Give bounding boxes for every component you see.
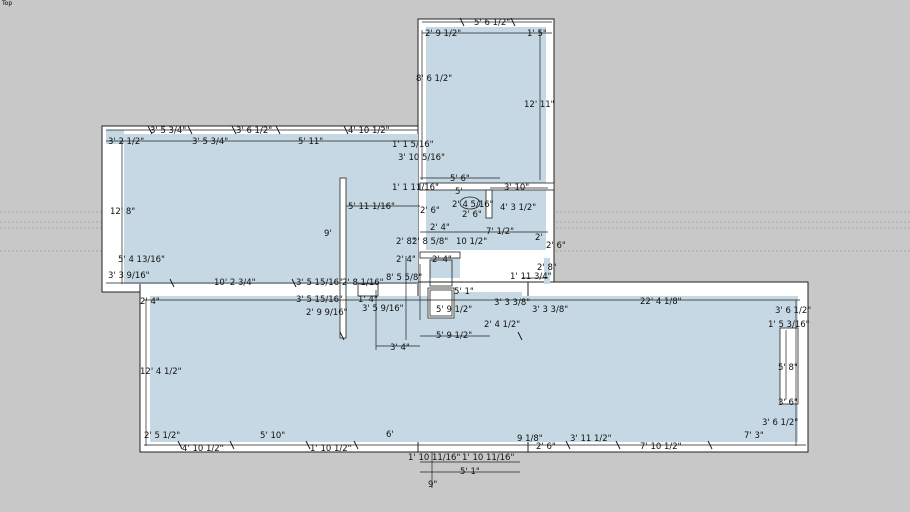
dimension-label: 3' 10 5/16": [398, 153, 445, 163]
dimension-lines: [106, 21, 806, 488]
dimension-label: 5' 8": [778, 363, 798, 373]
dimension-label: 5': [455, 187, 463, 197]
dimension-label: 6': [386, 430, 394, 440]
dimension-label: 1' 10 1/2": [310, 444, 352, 454]
dimension-label: 2' 4": [432, 255, 452, 265]
dimension-label: 9": [428, 480, 437, 490]
dimension-label: 3' 5 15/16": [296, 278, 343, 288]
dimension-label: 7' 1/2": [486, 227, 514, 237]
dimension-label: 1' 11 3/4": [510, 272, 552, 282]
dimension-label: 12' 11": [524, 100, 555, 110]
dimension-label: 4' 10 1/2": [348, 126, 390, 136]
dimension-label: 5' 6 1/2": [474, 18, 510, 28]
dimension-labels: 5' 6 1/2" 2' 9 1/2" 1' 5" 8' 6 1/2" 12' …: [108, 18, 811, 490]
dimension-label: 9': [324, 229, 332, 239]
dimension-label: 2' 4": [396, 255, 416, 265]
dimension-ticks: [147, 17, 713, 450]
dimension-label: 12' 8": [110, 207, 135, 217]
dimension-label: 1' 5 3/16": [768, 320, 810, 330]
dimension-label: 12' 4 1/2": [140, 367, 182, 377]
dimension-label: 3' 6 1/2": [775, 306, 811, 316]
rooms: [106, 27, 798, 442]
dimension-label: 7' 3": [744, 431, 764, 441]
dimension-label: 1' 1 11/16": [392, 183, 439, 193]
dimension-label: 2' 8 5/8": [412, 237, 448, 247]
dimension-label: 2' 5 1/2": [144, 431, 180, 441]
dimension-label: 3' 6": [778, 398, 798, 408]
dimension-label: 5' 11 1/16": [348, 202, 395, 212]
dimension-label: 10' 2 3/4": [214, 278, 256, 288]
dimension-label: 8' 6 1/2": [416, 74, 452, 84]
room-left-corner: [106, 130, 124, 144]
dimension-label: 10 1/2": [456, 237, 487, 247]
dimension-label: 1' 1 5/16": [392, 140, 434, 150]
dimension-label: 3' 10": [504, 183, 529, 193]
dimension-label: 22' 4 1/8": [640, 297, 682, 307]
dimension-label: 2' 9 9/16": [306, 308, 348, 318]
dimension-label: 3' 5 15/16": [296, 295, 343, 305]
dimension-label: 2' 6": [546, 241, 566, 251]
dimension-label: 1' 10 11/16": [462, 453, 514, 463]
room-left: [122, 134, 418, 284]
dimension-label: 3' 5 3/4": [192, 137, 228, 147]
dimension-label: 5' 9 1/2": [436, 331, 472, 341]
dimension-label: 3' 3 9/16": [108, 271, 150, 281]
dimension-label: 3' 3 3/8": [494, 298, 530, 308]
dimension-label: 7' 10 1/2": [640, 442, 682, 452]
dimension-label: 3' 5 9/16": [362, 304, 404, 314]
dimension-label: 2' 9 1/2": [425, 29, 461, 39]
partitions: [339, 177, 799, 405]
view-label: Top: [2, 0, 13, 7]
dimension-label: 5' 6": [450, 174, 470, 184]
dimension-label: 5' 4 13/16": [118, 255, 165, 265]
dimension-label: 5' 10": [260, 431, 285, 441]
dimension-label: 5' 11": [298, 137, 323, 147]
dimension-label: 8' 5 5/8": [386, 273, 422, 283]
dimension-label: 2' 8": [396, 237, 416, 247]
dimension-label: 4' 10 1/2": [182, 444, 224, 454]
dimension-label: 3' 2 1/2": [108, 137, 144, 147]
dimension-label: 2' 4": [140, 297, 160, 307]
dimension-label: 2' 6": [462, 210, 482, 220]
dimension-label: 2' 6": [536, 442, 556, 452]
dimension-label: 2' 4": [430, 223, 450, 233]
room-bottom: [150, 296, 798, 442]
dimension-label: 2' 8": [537, 263, 557, 273]
dimension-label: 2' 4 1/2": [484, 320, 520, 330]
dimension-label: 3' 3 3/8": [532, 305, 568, 315]
dimension-label: 2' 8 1/16": [342, 278, 384, 288]
dimension-label: 9 1/8": [517, 434, 543, 444]
dimension-label: 5' 9 1/2": [436, 305, 472, 315]
room-top: [426, 27, 546, 183]
dimension-label: 1' 10 11/16": [408, 453, 460, 463]
dimension-label: 2' 4 5/16": [452, 200, 494, 210]
dimension-label: 1' 5": [527, 29, 547, 39]
dimension-label: 3' 6 1/2": [236, 126, 272, 136]
dimension-label: 3' 4": [390, 343, 410, 353]
dimension-label: 3' 6 1/2": [762, 418, 798, 428]
dimension-label: 5' 1": [460, 467, 480, 477]
dimension-label: 1' 4": [358, 295, 378, 305]
dimension-label: 4' 3 1/2": [500, 203, 536, 213]
dimension-label: 3' 5 3/4": [150, 126, 186, 136]
dimension-label: 2': [535, 233, 543, 243]
dimension-label: 2' 6": [420, 206, 440, 216]
dimension-label: 5' 1": [454, 287, 474, 297]
dimension-label: 3' 11 1/2": [570, 434, 612, 444]
